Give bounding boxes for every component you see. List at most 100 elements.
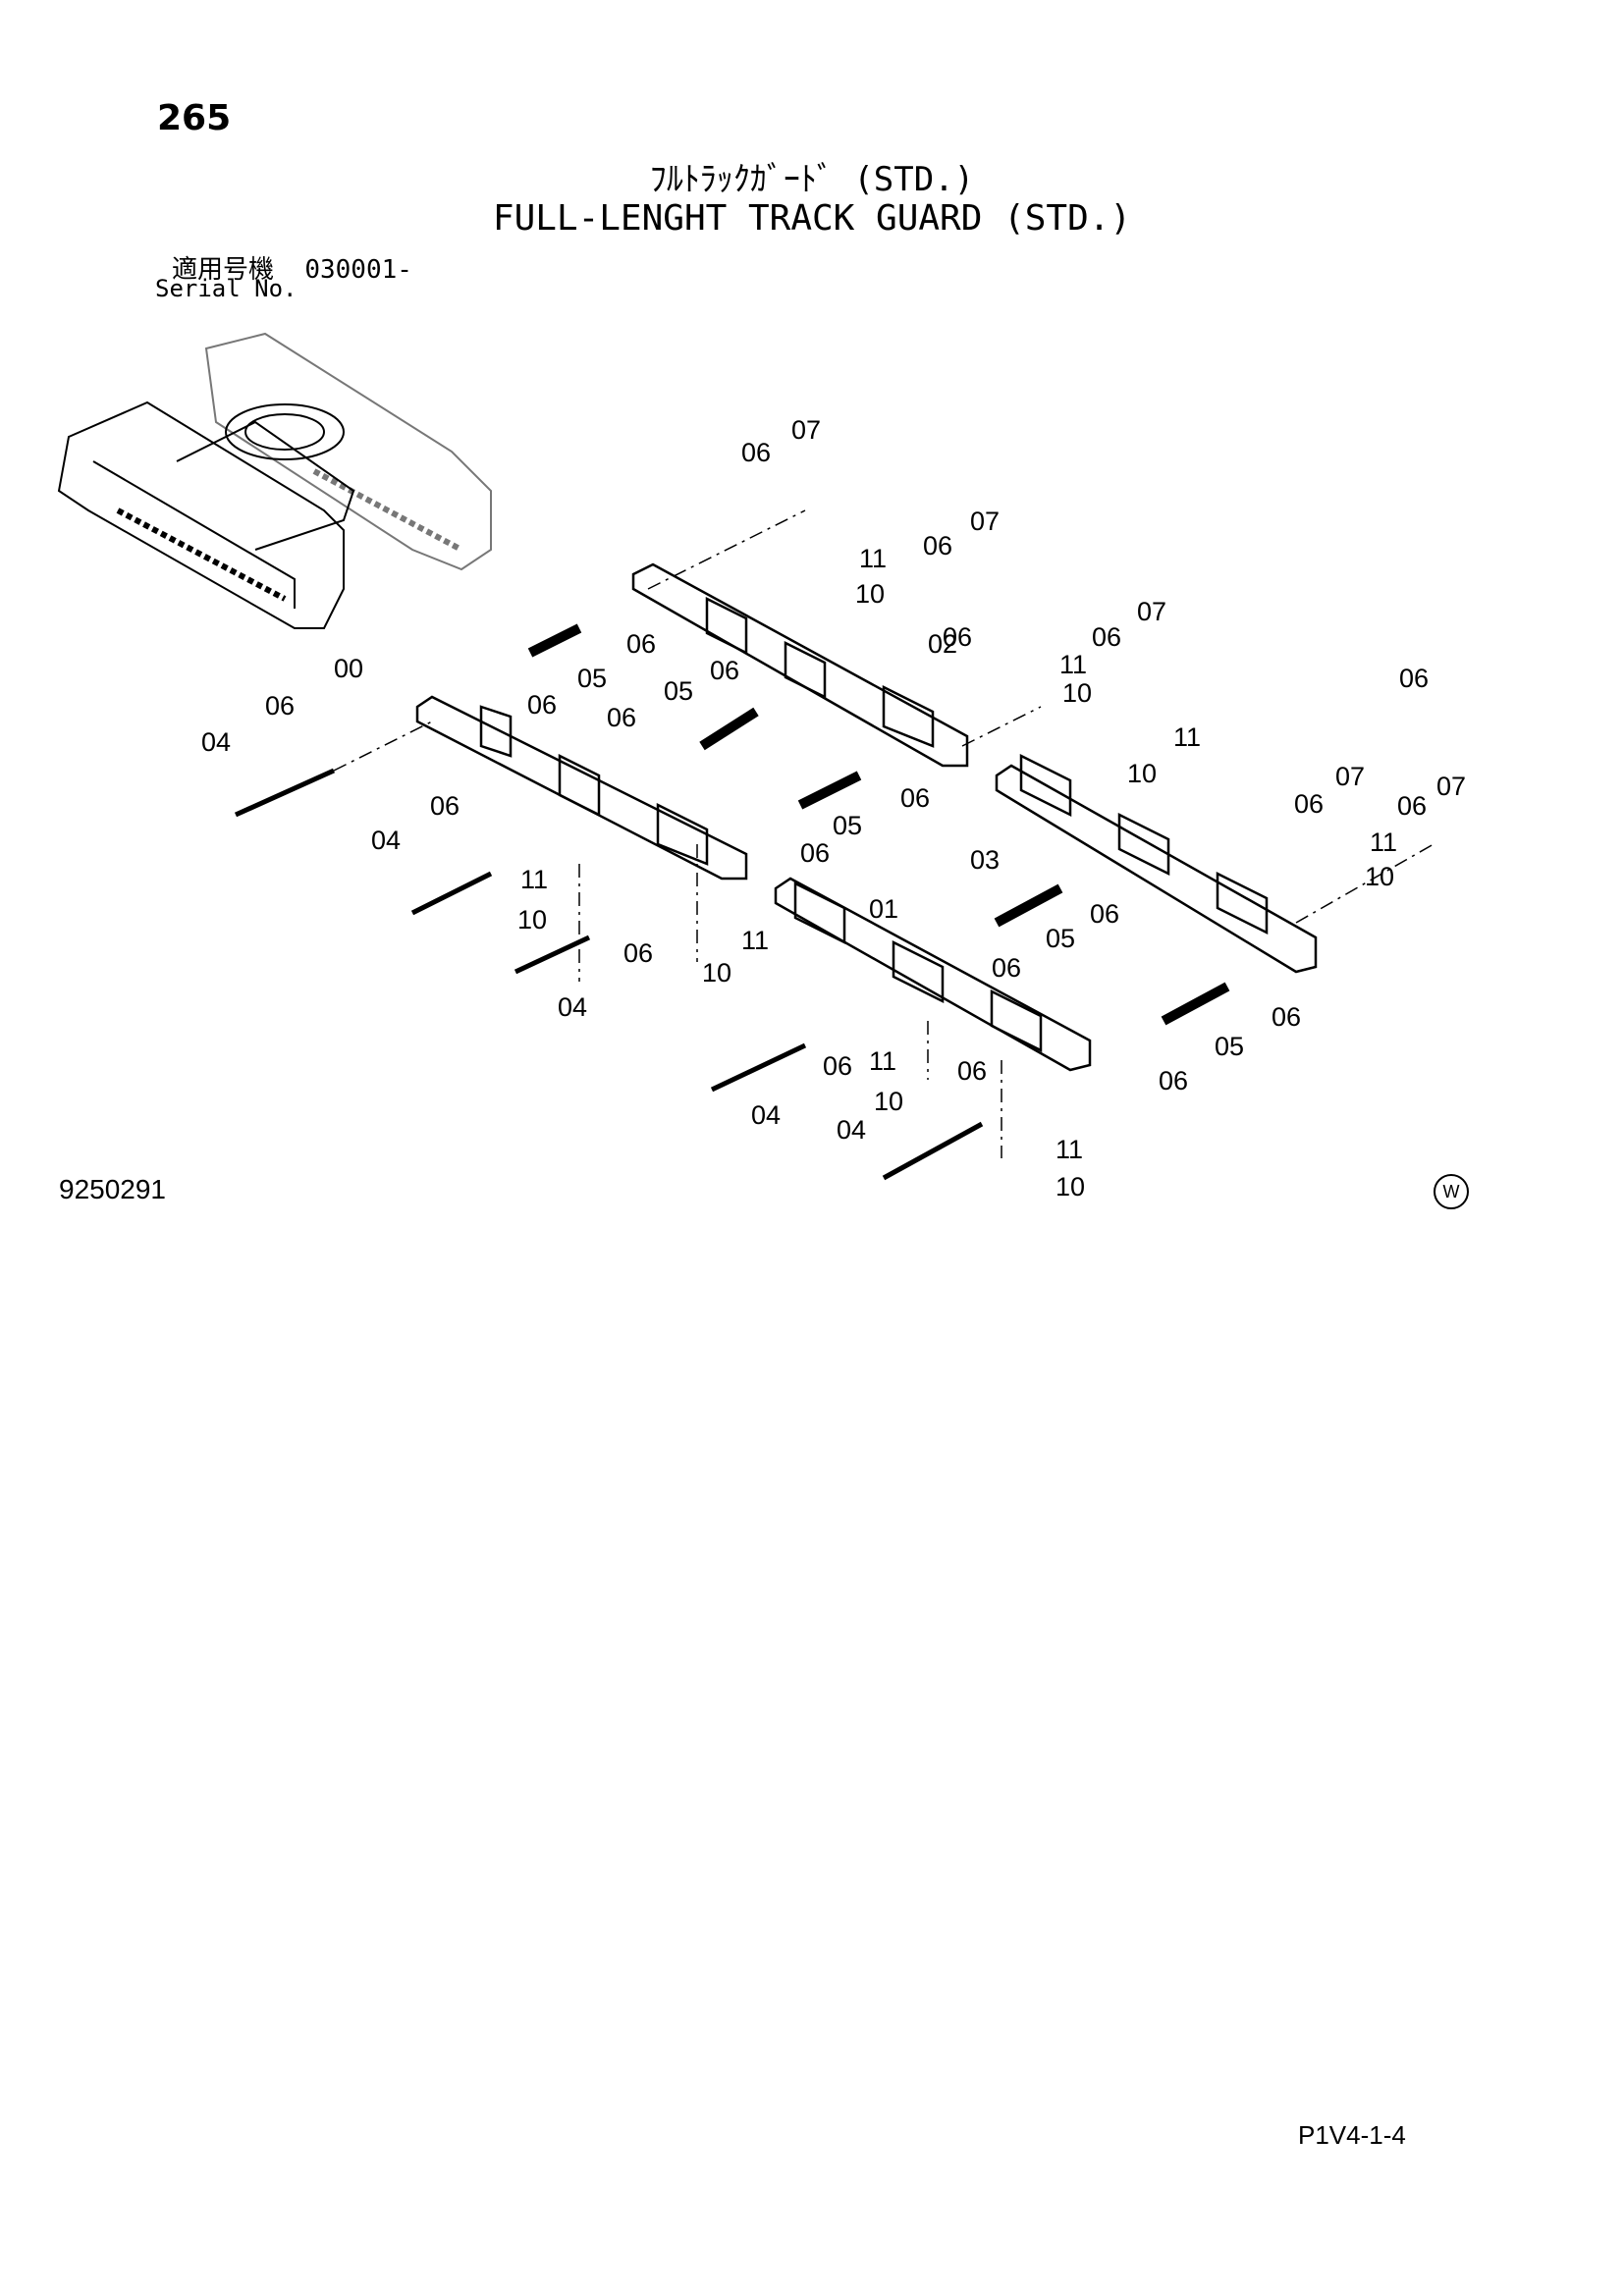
assembly-center-lines	[333, 509, 1435, 1158]
callout-label: 11	[1173, 722, 1201, 752]
guard-part-03	[995, 764, 1318, 974]
bolt-04-e	[882, 1121, 984, 1181]
callout-label: 10	[1056, 1172, 1085, 1201]
callout-label: 06	[623, 938, 653, 968]
callout-label: 06	[992, 953, 1021, 983]
bolt-04-a	[234, 768, 336, 818]
callout-label: 07	[1436, 772, 1466, 801]
w-mark-icon: W	[1434, 1174, 1469, 1209]
callout-label: 06	[1397, 791, 1427, 821]
callout-label: 06	[741, 438, 771, 467]
callout-label: 11	[1056, 1135, 1083, 1164]
callout-label: 06	[1399, 664, 1429, 693]
pin-05-d	[994, 883, 1063, 928]
rear-track-frame	[204, 332, 492, 571]
callout-label: 04	[371, 826, 401, 855]
pin-05-c	[797, 771, 862, 810]
undercarriage-thumbnail	[57, 332, 492, 629]
callout-label: 06	[1159, 1066, 1188, 1095]
callout-label: 06	[957, 1056, 987, 1086]
centerline-b	[647, 509, 806, 590]
callout-label: 04	[837, 1115, 866, 1145]
callout-label: 06	[923, 531, 952, 561]
guard-01-brackets	[793, 881, 1043, 1053]
serial-value: 030001-	[304, 255, 412, 285]
callout-label: 06	[943, 622, 972, 652]
callout-label: 04	[201, 727, 231, 757]
callout-label: 04	[751, 1100, 781, 1130]
callout-labels: 00 01 02 03 04 04 04 04 04 05 05 05 05 0…	[201, 415, 1466, 1201]
guard-03-brackets	[1019, 753, 1269, 935]
pin-05-b	[699, 707, 759, 751]
serial-label-japanese: 適用号機 030001-	[172, 249, 412, 286]
callout-label: 11	[1370, 828, 1397, 857]
centerline-h	[1295, 843, 1435, 924]
callout-label: 06	[1294, 789, 1324, 819]
callout-label: 10	[1365, 862, 1394, 891]
callout-label: 06	[1090, 899, 1119, 929]
callout-label: 10	[1127, 759, 1157, 788]
callout-label: 06	[900, 783, 930, 813]
serial-label-jp-text: 適用号機	[172, 255, 275, 285]
callout-label: 04	[558, 992, 587, 1022]
callout-label: 10	[702, 958, 731, 988]
guard-part-00	[415, 695, 748, 881]
serial-label-english: Serial No.	[155, 275, 298, 302]
callout-label: 11	[741, 926, 769, 955]
guard-part-01	[774, 877, 1092, 1072]
guard-00-brackets	[479, 705, 709, 866]
drawing-id: 9250291	[59, 1174, 167, 1204]
callout-label: 10	[855, 579, 885, 609]
callout-label: 06	[1272, 1002, 1301, 1032]
callout-label: 07	[791, 415, 821, 445]
callout-label: 10	[874, 1087, 903, 1116]
front-track-frame	[57, 400, 345, 629]
callout-label: 11	[1059, 650, 1087, 679]
bolt-04-c	[514, 934, 591, 975]
callout-label: 06	[1092, 622, 1121, 652]
bolt-04-d	[710, 1042, 807, 1093]
callout-label: 06	[430, 791, 460, 821]
callout-label: 11	[869, 1046, 896, 1076]
guard-part-02	[631, 562, 969, 768]
callout-label: 02	[928, 629, 957, 659]
page-number: 265	[157, 98, 232, 138]
callout-label: 00	[334, 654, 363, 683]
callout-label: 10	[1062, 678, 1092, 708]
callout-label: 01	[869, 894, 898, 924]
callout-label: 10	[517, 905, 547, 934]
guard-parts	[415, 562, 1318, 1072]
page-code: P1V4-1-4	[1298, 2120, 1406, 2150]
rear-track-shoes	[312, 468, 463, 553]
callout-label: 06	[626, 629, 656, 659]
callout-label: 07	[1335, 762, 1365, 791]
callout-label: 06	[265, 691, 295, 721]
callout-label: 11	[859, 544, 887, 573]
callout-label: 05	[1046, 924, 1075, 953]
callout-label: 06	[527, 690, 557, 720]
callout-label: 06	[607, 703, 636, 732]
title-japanese: ﾌﾙﾄﾗｯｸｶﾞｰﾄﾞ (STD.)	[649, 160, 975, 199]
center-frame	[176, 420, 355, 551]
callout-label: 06	[710, 656, 739, 685]
centerline-a	[333, 721, 433, 772]
bolt-04-b	[410, 871, 493, 916]
callout-label: 06	[800, 838, 830, 868]
pin-05-a	[527, 623, 582, 658]
fasteners	[234, 623, 1230, 1181]
swing-ring	[225, 403, 345, 460]
centerline-c	[961, 706, 1042, 747]
title-english: FULL-LENGHT TRACK GUARD (STD.)	[492, 198, 1132, 239]
pin-05-e	[1161, 982, 1230, 1026]
callout-label: 07	[970, 507, 1000, 536]
callout-label: 11	[520, 865, 548, 894]
callout-label: 05	[577, 664, 607, 693]
front-track-detail	[92, 460, 296, 609]
callout-label: 05	[664, 676, 693, 706]
callout-label: 05	[1215, 1032, 1244, 1061]
front-track-shoes	[116, 507, 287, 602]
callout-label: 05	[833, 811, 862, 840]
callout-label: 03	[970, 845, 1000, 875]
callout-label: 06	[823, 1051, 852, 1081]
